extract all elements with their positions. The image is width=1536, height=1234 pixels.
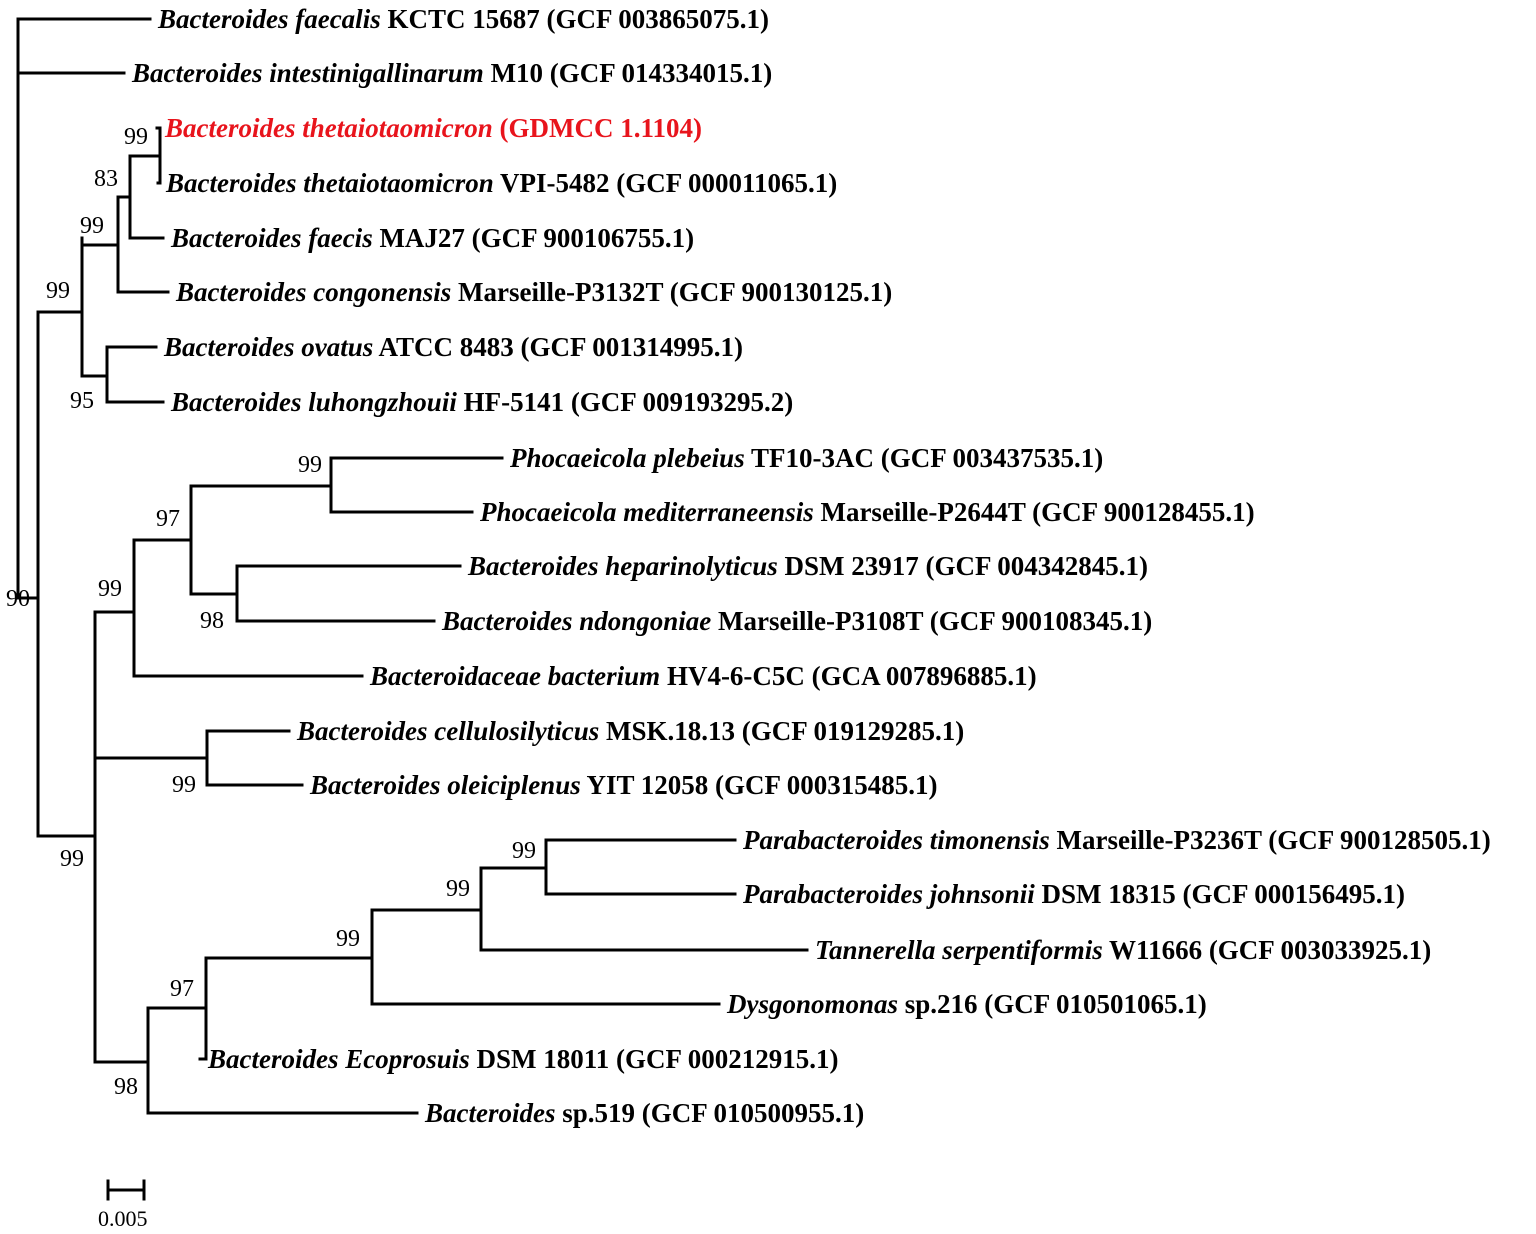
- taxon-name: Bacteroides cellulosilyticus: [296, 716, 599, 746]
- taxon-name: Parabacteroides johnsonii: [742, 879, 1035, 909]
- taxon-name: Bacteroides Ecoprosuis: [207, 1044, 470, 1074]
- bootstrap-value: 97: [156, 506, 180, 532]
- taxon-strain: YIT 12058 (GCF 000315485.1): [581, 770, 938, 800]
- taxon-label: Bacteroides thetaiotaomicron VPI-5482 (G…: [165, 168, 837, 198]
- taxon-strain: Marseille-P3108T (GCF 900108345.1): [711, 606, 1152, 636]
- taxon-strain: sp.216 (GCF 010501065.1): [898, 989, 1207, 1019]
- taxon-name: Bacteroides luhongzhouii: [170, 387, 457, 417]
- bootstrap-value: 97: [170, 976, 194, 1002]
- taxon-label: Parabacteroides johnsonii DSM 18315 (GCF…: [742, 879, 1405, 909]
- bootstrap-value: 90: [6, 586, 30, 612]
- taxon-label: Bacteroides sp.519 (GCF 010500955.1): [424, 1098, 864, 1128]
- taxon-name: Bacteroides ovatus: [163, 332, 373, 362]
- bootstrap-value: 95: [70, 388, 94, 414]
- taxon-strain: DSM 18315 (GCF 000156495.1): [1035, 879, 1405, 909]
- taxon-label: Bacteroidaceae bacterium HV4-6-C5C (GCA …: [369, 661, 1037, 691]
- taxon-strain: M10 (GCF 014334015.1): [484, 58, 772, 88]
- taxon-strain: MSK.18.13 (GCF 019129285.1): [599, 716, 964, 746]
- taxon-strain: TF10-3AC (GCF 003437535.1): [745, 443, 1103, 473]
- taxon-strain: DSM 23917 (GCF 004342845.1): [778, 551, 1148, 581]
- taxon-label: Bacteroides ndongoniae Marseille-P3108T …: [441, 606, 1152, 636]
- taxon-strain: Marseille-P3236T (GCF 900128505.1): [1050, 825, 1491, 855]
- taxon-label: Dysgonomonas sp.216 (GCF 010501065.1): [726, 989, 1207, 1019]
- taxon-label: Parabacteroides timonensis Marseille-P32…: [742, 825, 1491, 855]
- taxon-name: Bacteroides ndongoniae: [441, 606, 711, 636]
- bootstrap-value: 99: [46, 278, 70, 304]
- taxon-strain: W11666 (GCF 003033925.1): [1103, 935, 1432, 965]
- taxon-name: Bacteroides thetaiotaomicron: [164, 113, 493, 143]
- bootstrap-value: 99: [336, 926, 360, 952]
- bootstrap-value: 99: [446, 876, 470, 902]
- taxon-strain: VPI-5482 (GCF 000011065.1): [494, 168, 838, 198]
- taxon-name: Bacteroides: [424, 1098, 555, 1128]
- taxon-name: Bacteroides congonensis: [175, 277, 451, 307]
- taxon-strain: sp.519 (GCF 010500955.1): [555, 1098, 864, 1128]
- taxon-label-highlighted: Bacteroides thetaiotaomicron (GDMCC 1.11…: [164, 113, 702, 143]
- taxon-name: Bacteroides oleiciplenus: [309, 770, 581, 800]
- taxon-label: Bacteroides intestinigallinarum M10 (GCF…: [131, 58, 772, 88]
- bootstrap-value: 99: [80, 213, 104, 239]
- taxon-strain: MAJ27 (GCF 900106755.1): [373, 223, 694, 253]
- taxon-strain: Marseille-P3132T (GCF 900130125.1): [451, 277, 892, 307]
- taxon-name: Bacteroides intestinigallinarum: [131, 58, 484, 88]
- bootstrap-value: 98: [200, 608, 224, 634]
- taxon-strain: ATCC 8483 (GCF 001314995.1): [373, 332, 743, 362]
- taxon-label: Tannerella serpentiformis W11666 (GCF 00…: [815, 935, 1431, 965]
- taxon-label: Bacteroides congonensis Marseille-P3132T…: [175, 277, 892, 307]
- taxon-name: Bacteroides faecis: [170, 223, 373, 253]
- taxon-label: Bacteroides heparinolyticus DSM 23917 (G…: [467, 551, 1148, 581]
- taxon-label: Bacteroides ovatus ATCC 8483 (GCF 001314…: [163, 332, 743, 362]
- bootstrap-value: 99: [512, 838, 536, 864]
- tree-branches: [16, 17, 809, 1115]
- bootstrap-value: 99: [98, 576, 122, 602]
- taxon-strain: DSM 18011 (GCF 000212915.1): [470, 1044, 839, 1074]
- bootstrap-value: 99: [172, 772, 196, 798]
- taxon-name: Tannerella serpentiformis: [815, 935, 1103, 965]
- taxon-label: Bacteroides oleiciplenus YIT 12058 (GCF …: [309, 770, 937, 800]
- taxon-strain: Marseille-P2644T (GCF 900128455.1): [814, 497, 1255, 527]
- scale-bar-label: 0.005: [98, 1206, 148, 1231]
- taxon-name: Dysgonomonas: [726, 989, 898, 1019]
- taxon-name: Bacteroides faecalis: [157, 4, 381, 34]
- bootstrap-value: 99: [124, 124, 148, 150]
- taxon-name: Bacteroides thetaiotaomicron: [165, 168, 494, 198]
- taxon-strain: HV4-6-C5C (GCA 007896885.1): [660, 661, 1036, 691]
- taxon-name: Phocaeicola plebeius: [509, 443, 745, 473]
- taxon-label: Bacteroides Ecoprosuis DSM 18011 (GCF 00…: [207, 1044, 839, 1074]
- taxon-label: Phocaeicola plebeius TF10-3AC (GCF 00343…: [509, 443, 1103, 473]
- taxon-name: Parabacteroides timonensis: [742, 825, 1050, 855]
- bootstrap-value: 98: [114, 1074, 138, 1100]
- taxon-label: Phocaeicola mediterraneensis Marseille-P…: [479, 497, 1255, 527]
- taxon-name: Phocaeicola mediterraneensis: [479, 497, 814, 527]
- bootstrap-value: 99: [298, 452, 322, 478]
- taxon-label: Bacteroides faecalis KCTC 15687 (GCF 003…: [157, 4, 769, 34]
- taxon-label: Bacteroides cellulosilyticus MSK.18.13 (…: [296, 716, 964, 746]
- taxon-strain: KCTC 15687 (GCF 003865075.1): [381, 4, 769, 34]
- scale-bar: 0.005: [98, 1179, 148, 1231]
- bootstrap-value: 83: [94, 166, 118, 192]
- taxon-strain: HF-5141 (GCF 009193295.2): [457, 387, 793, 417]
- taxon-labels: Bacteroides faecalis KCTC 15687 (GCF 003…: [131, 4, 1491, 1128]
- taxon-strain: (GDMCC 1.1104): [493, 113, 702, 143]
- taxon-name: Bacteroidaceae bacterium: [369, 661, 660, 691]
- taxon-label: Bacteroides faecis MAJ27 (GCF 900106755.…: [170, 223, 694, 253]
- taxon-label: Bacteroides luhongzhouii HF-5141 (GCF 00…: [170, 387, 793, 417]
- taxon-name: Bacteroides heparinolyticus: [467, 551, 778, 581]
- bootstrap-value: 99: [60, 846, 84, 872]
